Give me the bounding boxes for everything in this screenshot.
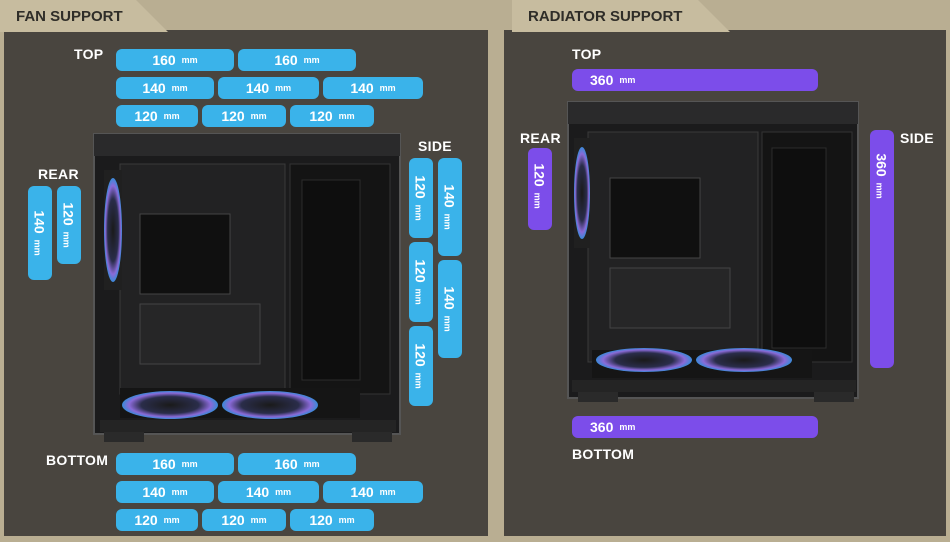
radiator-side-label: SIDE: [900, 130, 934, 146]
pc-case-fan-image: [93, 133, 401, 442]
radiator-support-tab: RADIATOR SUPPORT: [512, 0, 730, 32]
radiator-bottom-label: BOTTOM: [572, 446, 635, 462]
fan-bottom-label: BOTTOM: [46, 452, 109, 468]
fan-top-label: TOP: [74, 46, 104, 62]
pc-case-radiator-image: [567, 101, 859, 402]
fan-rear-label: REAR: [38, 166, 79, 182]
radiator-top-label: TOP: [572, 46, 602, 62]
fan-side-label: SIDE: [418, 138, 452, 154]
radiator-rear-label: REAR: [520, 130, 561, 146]
fan-support-tab: FAN SUPPORT: [0, 0, 168, 32]
